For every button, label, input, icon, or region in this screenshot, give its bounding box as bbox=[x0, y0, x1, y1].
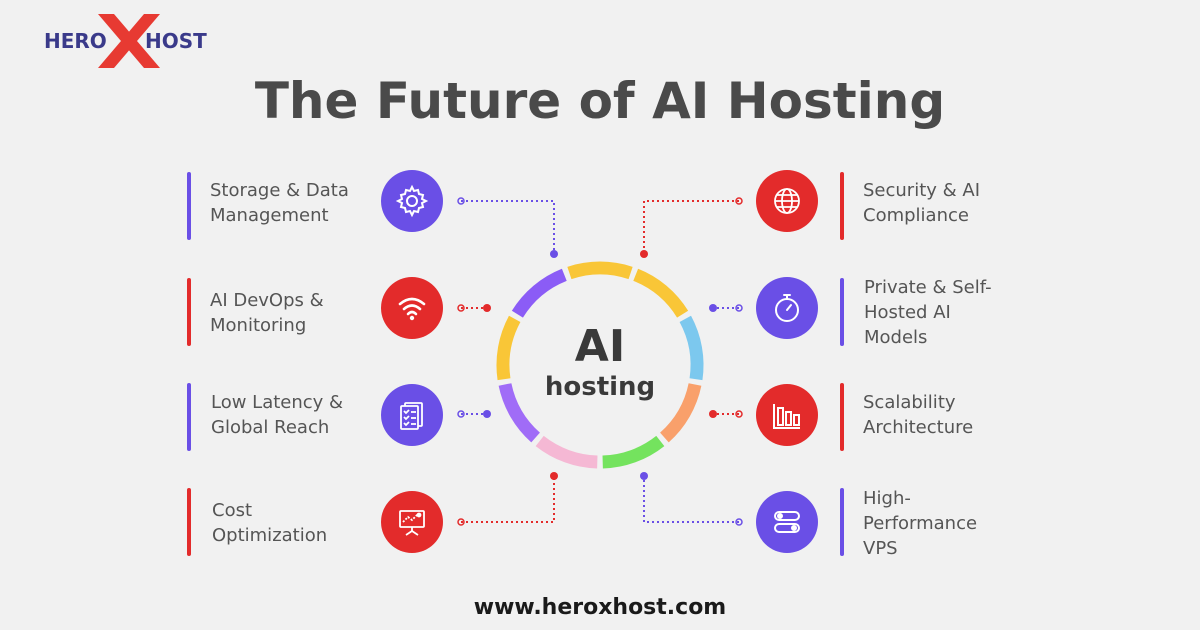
connector-storage bbox=[461, 200, 555, 254]
ring-segment-3 bbox=[633, 268, 689, 318]
right-bar-3 bbox=[840, 488, 844, 556]
right-bar-2 bbox=[840, 383, 844, 451]
website-link[interactable]: www.heroxhost.com bbox=[473, 595, 727, 620]
wifi-icon bbox=[398, 297, 426, 321]
left-bar-1 bbox=[187, 278, 191, 346]
left-bar-3 bbox=[187, 488, 191, 556]
feature-vps-icon-circle bbox=[756, 491, 818, 553]
ring-segment-0 bbox=[496, 315, 521, 381]
feature-devops-icon-circle bbox=[381, 277, 443, 339]
feature-devops-label: AI DevOps &Monitoring bbox=[210, 290, 324, 336]
ring-segment-5 bbox=[659, 382, 702, 443]
feature-security-icon-circle bbox=[756, 170, 818, 232]
x-mark-icon bbox=[98, 14, 160, 68]
feature-latency-icon-circle bbox=[381, 384, 443, 446]
ring-segment-2 bbox=[567, 261, 633, 280]
right-bar-1 bbox=[840, 278, 844, 346]
feature-cost-icon-circle bbox=[381, 491, 443, 553]
server-toggle-icon bbox=[774, 511, 800, 533]
feature-latency-label: Low Latency &Global Reach bbox=[211, 392, 344, 438]
ring-segment-1 bbox=[511, 268, 567, 318]
ring-segment-7 bbox=[535, 435, 598, 469]
page-title: The Future of AI Hosting bbox=[254, 72, 946, 130]
presentation-board-icon bbox=[399, 510, 425, 536]
left-bar-0 bbox=[187, 172, 191, 240]
checklist-icon bbox=[400, 402, 423, 430]
stopwatch-icon bbox=[775, 294, 799, 322]
ring-segment-6 bbox=[602, 435, 665, 469]
brand-logo: HERO HOST bbox=[40, 10, 210, 72]
right-bar-0 bbox=[840, 172, 844, 240]
connector-cost bbox=[461, 476, 555, 523]
ring-segment-8 bbox=[498, 382, 541, 443]
center-subtitle: hosting bbox=[544, 372, 656, 402]
bar-chart-icon bbox=[773, 404, 800, 429]
feature-storage-icon-circle bbox=[381, 170, 443, 232]
feature-scalability-icon-circle bbox=[756, 384, 818, 446]
connector-vps bbox=[643, 476, 739, 523]
brand-right-word: HOST bbox=[145, 29, 207, 53]
gear-icon bbox=[395, 184, 429, 218]
globe-icon bbox=[774, 188, 800, 214]
feature-private-icon-circle bbox=[756, 277, 818, 339]
connector-security bbox=[643, 200, 739, 254]
center-ring bbox=[496, 261, 704, 469]
brand-left-word: HERO bbox=[44, 29, 107, 53]
center-title: AI bbox=[574, 321, 626, 372]
left-bar-2 bbox=[187, 383, 191, 451]
ring-segment-4 bbox=[679, 315, 704, 381]
